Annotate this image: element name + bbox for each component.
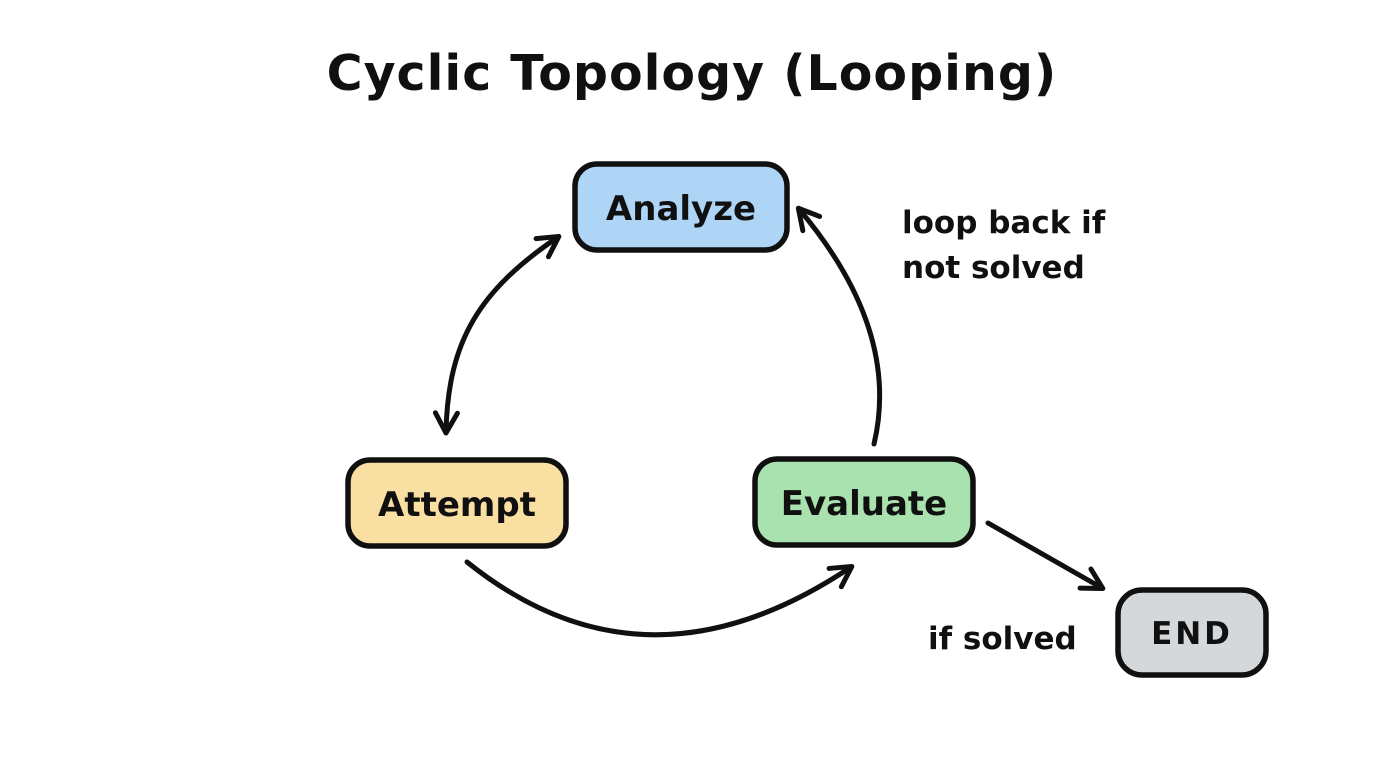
- node-evaluate-label: Evaluate: [781, 484, 947, 524]
- node-attempt-box: [345, 457, 569, 549]
- edge-label-loop-back-line2: not solved: [902, 250, 1085, 286]
- node-analyze-box: [572, 161, 790, 253]
- edge-attempt-evaluate-arrow: [464, 559, 855, 638]
- edge-analyze-attempt-double-arrow: [432, 233, 562, 436]
- node-attempt: Attempt: [345, 457, 569, 549]
- edge-label-loop-back-line1: loop back if: [902, 205, 1106, 241]
- node-analyze: Analyze: [572, 161, 790, 253]
- node-end: END: [1115, 587, 1269, 678]
- node-attempt-label: Attempt: [378, 485, 536, 525]
- edge-label-if-solved: if solved: [928, 621, 1077, 657]
- node-analyze-label: Analyze: [606, 189, 756, 229]
- node-end-box: [1115, 587, 1269, 678]
- node-end-label: END: [1151, 616, 1233, 652]
- node-evaluate: Evaluate: [752, 456, 976, 548]
- edge-evaluate-end-arrow: [985, 520, 1106, 591]
- diagram-title: Cyclic Topology (Looping): [327, 45, 1058, 102]
- node-evaluate-box: [752, 456, 976, 548]
- edge-evaluate-analyze-loop-arrow: [795, 205, 883, 447]
